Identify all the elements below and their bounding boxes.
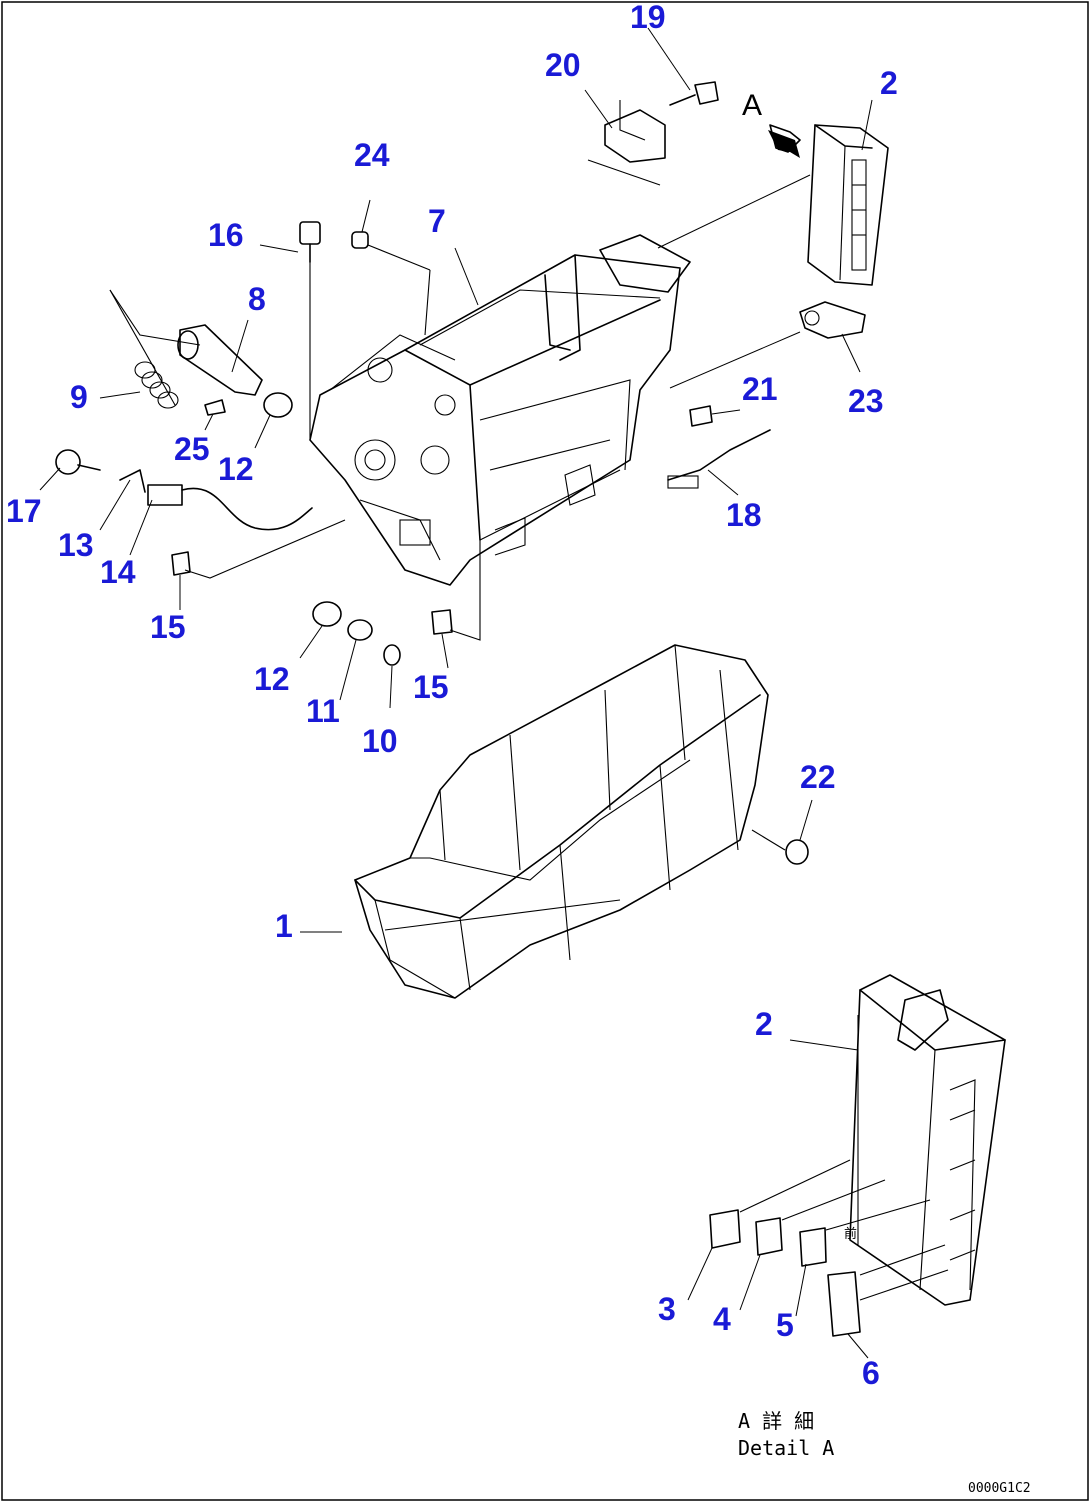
- bracket-assembly: [309, 234, 691, 586]
- detail-a-view: [709, 974, 1006, 1337]
- callout-10: 10: [362, 723, 398, 759]
- detail-caption-en: Detail A: [738, 1436, 834, 1460]
- leader-lines: [39, 27, 873, 1359]
- view-marker-a: A: [742, 89, 762, 122]
- callout-19: 19: [630, 0, 666, 35]
- part-18: [667, 429, 771, 489]
- drawing-number: 0000G1C2: [968, 1481, 1031, 1496]
- callout-4: 4: [713, 1301, 731, 1337]
- callout-6: 6: [862, 1355, 880, 1391]
- callout-13: 13: [58, 527, 94, 563]
- spring-part-9: [134, 361, 179, 409]
- callout-24: 24: [354, 137, 390, 173]
- callout-labels: 1 2 2 3 4 5 6 7 8 9 10 11 12 12 13 14 15…: [6, 0, 898, 1391]
- callout-2-top: 2: [880, 65, 898, 101]
- bolt-part-24: [351, 231, 431, 336]
- bracket-part-20: [587, 100, 666, 186]
- callout-9: 9: [70, 379, 88, 415]
- detail-caption-jp: A 詳 細: [738, 1409, 814, 1433]
- washer-part-11: [347, 619, 373, 641]
- callout-14: 14: [100, 554, 136, 590]
- callout-18: 18: [726, 497, 762, 533]
- callout-25: 25: [174, 431, 210, 467]
- stamp-mark: 前: [844, 1226, 857, 1242]
- callout-21: 21: [742, 371, 778, 407]
- callout-3: 3: [658, 1291, 676, 1327]
- callout-15-center: 15: [413, 669, 449, 705]
- box-part-1: [354, 644, 769, 999]
- bush-part-12: [263, 392, 342, 627]
- callout-8: 8: [248, 281, 266, 317]
- callout-20: 20: [545, 47, 581, 83]
- callout-5: 5: [776, 1307, 794, 1343]
- callout-17: 17: [6, 493, 42, 529]
- callout-2-detail: 2: [755, 1006, 773, 1042]
- part-23: [799, 301, 866, 339]
- callout-15-left: 15: [150, 609, 186, 645]
- callout-11: 11: [306, 693, 340, 729]
- callout-7: 7: [428, 203, 446, 239]
- part-15: [171, 519, 481, 641]
- callout-16: 16: [208, 217, 244, 253]
- bolt-part-22: [751, 829, 809, 865]
- pin-part-10: [383, 644, 401, 666]
- callout-1: 1: [275, 908, 293, 944]
- bolt-part-19: [669, 81, 719, 106]
- bolt-part-16: [299, 221, 321, 440]
- cable-assembly: [55, 289, 313, 531]
- part-25: [204, 399, 226, 416]
- part-21: [689, 405, 713, 427]
- callout-12-top: 12: [218, 451, 254, 487]
- callout-22: 22: [800, 759, 836, 795]
- view-arrow-icon: [768, 130, 800, 158]
- callout-12-bottom: 12: [254, 661, 290, 697]
- callout-23: 23: [848, 383, 884, 419]
- shaft-part-8: [177, 324, 263, 396]
